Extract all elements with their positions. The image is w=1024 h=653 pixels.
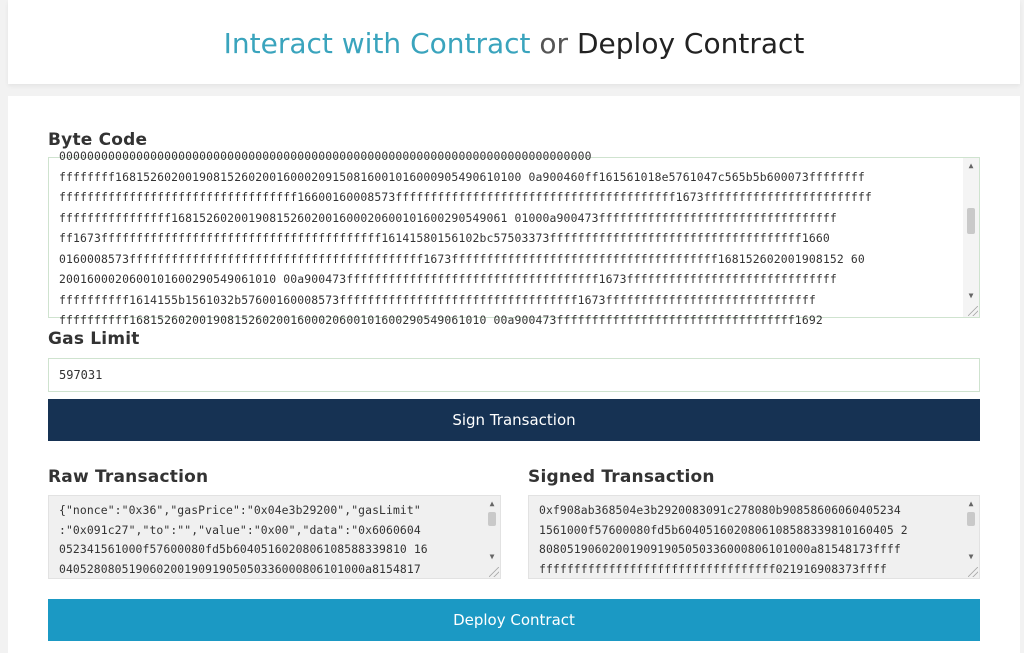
sign-transaction-button[interactable]: Sign Transaction [48,399,980,441]
scroll-down-arrow-icon[interactable]: ▼ [489,552,495,561]
bytecode-line: 0000000000000000000000000000000000000000… [59,149,592,163]
bytecode-line: ffffffffff1614155b1561032b57600160008573… [59,292,816,307]
or-separator: or [539,27,569,60]
resize-grip-icon[interactable] [489,567,499,577]
signed-transaction-line: 1561000f57600080fd5b60405160208061085883… [539,522,908,537]
scroll-up-arrow-icon[interactable]: ▲ [968,499,974,508]
bytecode-line: ffffffffffffffff168152602001908152602001… [59,210,837,225]
scrollbar-thumb[interactable] [967,208,975,234]
interact-with-contract-link[interactable]: Interact with Contract [223,27,531,60]
bytecode-label: Byte Code [48,130,148,150]
raw-transaction-text: {"nonce":"0x36","gasPrice":"0x04e3b29200… [59,501,476,579]
scroll-down-arrow-icon[interactable]: ▼ [968,552,974,561]
scroll-down-arrow-icon[interactable]: ▼ [968,291,974,300]
bytecode-textarea[interactable]: 0000000000000000000000000000000000000000… [48,149,980,327]
bytecode-line: ffffffffff168152602001908152602001600020… [59,313,823,327]
signed-transaction-line: 0xf908ab368504e3b2920083091c278080b90858… [539,503,901,517]
scroll-up-arrow-icon[interactable]: ▲ [968,161,974,170]
deploy-contract-heading: Deploy Contract [576,27,805,60]
signed-transaction-line: 808051906020019091905050336000806101000a… [539,542,901,556]
bytecode-line: ff1673ffffffffffffffffffffffffffffffffff… [59,231,830,245]
raw-transaction-line: :"0x091c27","to":"","value":"0x00","data… [59,522,421,537]
resize-grip-icon[interactable] [968,306,978,316]
bytecode-line: ffffffff16815260200190815260200160002091… [59,169,865,184]
raw-transaction-textarea[interactable]: {"nonce":"0x36","gasPrice":"0x04e3b29200… [48,495,501,579]
raw-transaction-line: 052341561000f57600080fd5b604051602080610… [59,542,428,556]
bytecode-scrollbar[interactable]: ▲ ▼ [963,158,979,317]
deploy-contract-panel: Byte Code 000000000000000000000000000000… [8,96,1020,653]
page-header: Interact with Contract or Deploy Contrac… [8,0,1020,84]
bytecode-line: 0160008573ffffffffffffffffffffffffffffff… [59,251,865,266]
signed-transaction-label: Signed Transaction [528,467,715,487]
signed-transaction-textarea[interactable]: 0xf908ab368504e3b2920083091c278080b90858… [528,495,980,579]
deploy-contract-button[interactable]: Deploy Contract [48,599,980,641]
gas-limit-label: Gas Limit [48,329,140,349]
signed-transaction-scrollbar[interactable]: ▲ ▼ [963,496,979,578]
raw-transaction-scrollbar[interactable]: ▲ ▼ [484,496,500,578]
resize-grip-icon[interactable] [968,567,978,577]
page-title: Interact with Contract or Deploy Contrac… [8,24,1020,64]
scroll-up-arrow-icon[interactable]: ▲ [489,499,495,508]
bytecode-line: 2001600020600101600290549061010 00a90047… [59,272,837,286]
raw-transaction-line: 0405280805190602001909190505033600080610… [59,561,421,576]
bytecode-line: ffffffffffffffffffffffffffffffffff166001… [59,190,872,204]
bytecode-text: 0000000000000000000000000000000000000000… [59,146,955,331]
gas-limit-input[interactable]: 597031 [48,358,980,392]
scrollbar-thumb[interactable] [488,512,496,526]
raw-transaction-label: Raw Transaction [48,467,209,487]
signed-transaction-text: 0xf908ab368504e3b2920083091c278080b90858… [539,501,955,579]
raw-transaction-line: {"nonce":"0x36","gasPrice":"0x04e3b29200… [59,503,421,517]
signed-transaction-line: ffffffffffffffffffffffffffffffffff021916… [539,561,887,576]
scrollbar-thumb[interactable] [967,512,975,526]
